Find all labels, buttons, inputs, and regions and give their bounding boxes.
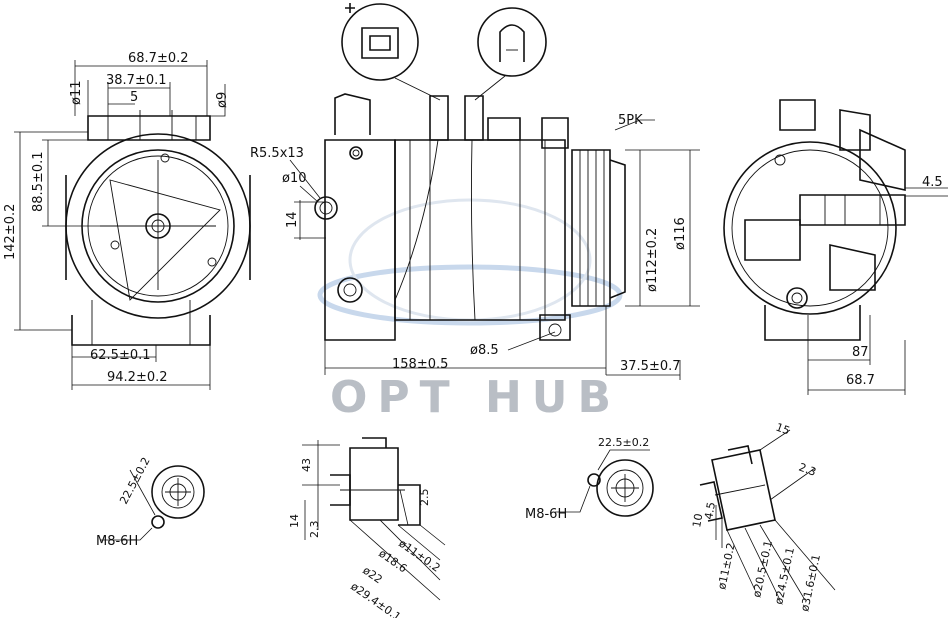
watermark: OPT HUB <box>317 198 623 423</box>
port-detail-right: 22.5±0.2 M8-6H <box>525 436 654 522</box>
section-right-dim-8: ø31.6±0.1 <box>798 553 823 612</box>
section-right-dim-7: ø24.5±0.1 <box>772 546 797 605</box>
section-left-dim-1: 43 <box>300 458 313 472</box>
dim-width-inner: 38.7±0.1 <box>106 73 167 88</box>
section-left-dim-7: ø22 <box>360 564 384 587</box>
dim-radius: R5.5x13 <box>250 146 304 161</box>
dim-hole: ø10 <box>282 171 307 186</box>
port-left-thread: M8-6H <box>96 534 138 549</box>
section-left-dim-4: 2.5 <box>418 489 431 507</box>
dim-width-inner-right: 87 <box>852 345 869 360</box>
dim-width-small: 5 <box>130 90 138 105</box>
port-detail-left: 22.5±0.2 M8-6H <box>96 455 205 549</box>
section-right-dim-6: ø20.5±0.1 <box>750 539 775 598</box>
dim-pulley-inner: ø112±0.2 <box>645 228 660 292</box>
section-detail-left: 43 14 2.3 2.5 ø11±0.2 ø18.6 ø22 ø29.4±0.… <box>288 437 446 618</box>
dim-pulley-outer: ø116 <box>673 217 688 250</box>
dim-pulley-offset: 37.5±0.7 <box>620 359 681 374</box>
dim-hole-bottom: ø8.5 <box>470 343 499 358</box>
dim-belt: 5PK <box>618 113 643 128</box>
port-right-thread: M8-6H <box>525 507 567 522</box>
dim-width-bottom: 94.2±0.2 <box>107 370 168 385</box>
section-left-dim-2: 14 <box>288 514 301 528</box>
section-right-dim-4: 4.5 <box>702 501 718 520</box>
left-front-view: 68.7±0.2 38.7±0.1 5 ø11 ø9 142±0.2 88.5±… <box>3 51 251 390</box>
dim-offset: 14 <box>285 211 300 228</box>
dim-length: 158±0.5 <box>392 357 448 372</box>
connector-callouts <box>341 3 547 101</box>
dim-width-bottom-inner: 62.5±0.1 <box>90 348 151 363</box>
dim-width-outer-right: 68.7 <box>846 373 875 388</box>
watermark-text: OPT HUB <box>330 372 621 423</box>
section-right-dim-2: 2.3 <box>797 461 818 479</box>
right-view: 4.5 87 68.7 <box>723 99 948 395</box>
port-left-angle: 22.5±0.2 <box>117 455 153 506</box>
dim-height-small: ø11 <box>69 81 84 106</box>
section-right-dim-3: 10 <box>690 512 705 528</box>
dim-offset-top: 4.5 <box>922 175 943 190</box>
dim-height-total: 142±0.2 <box>3 204 18 260</box>
port-right-angle: 22.5±0.2 <box>598 436 649 449</box>
dim-height-center: 88.5±0.1 <box>31 151 46 212</box>
side-view: R5.5x13 ø10 14 5PK ø112±0.2 ø116 ø8.5 15… <box>250 93 700 380</box>
dim-height-right: ø9 <box>215 92 230 108</box>
section-right-dim-1: 15 <box>774 421 792 438</box>
section-left-dim-8: ø29.4±0.1 <box>348 580 403 618</box>
section-right-dim-5: ø11±0.2 <box>715 542 738 591</box>
dim-width-top: 68.7±0.2 <box>128 51 189 66</box>
section-left-dim-3: 2.3 <box>308 521 321 539</box>
section-detail-right: 15 2.3 10 4.5 ø11±0.2 ø20.5±0.1 ø24.5±0.… <box>690 421 836 613</box>
